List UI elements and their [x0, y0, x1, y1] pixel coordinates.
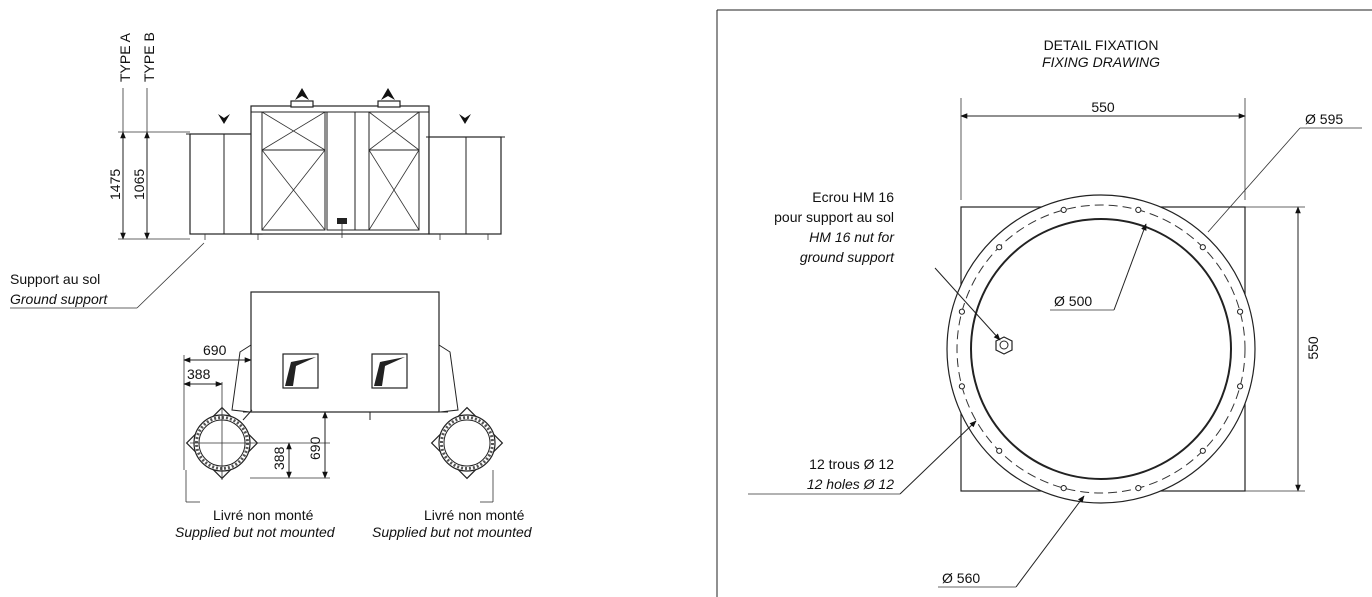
dia-500: Ø 500	[1054, 293, 1092, 309]
bolt-hole	[1237, 383, 1244, 390]
supplied-right-en: Supplied but not mounted	[372, 524, 533, 540]
holes-fr: 12 trous Ø 12	[809, 456, 894, 472]
plan-view: 690 388 388 690 Livré non monté Supplied…	[175, 291, 533, 540]
flange-inner-500	[970, 218, 1232, 480]
bolt-hole	[958, 308, 966, 315]
type-a-label: TYPE A	[117, 32, 133, 82]
dim-550-top: 550	[1091, 99, 1115, 115]
dim-388-v: 388	[271, 446, 287, 470]
bolt-circle-560	[956, 204, 1246, 494]
ground-support-en: Ground support	[10, 291, 108, 307]
plan-unit-body	[250, 291, 440, 413]
nut-en-1: HM 16 nut for	[809, 229, 895, 245]
detail-title-en: FIXING DRAWING	[1042, 54, 1160, 70]
bolt-hole	[1237, 308, 1244, 315]
left-cabinet	[189, 133, 263, 235]
nut-hm16	[995, 336, 1013, 355]
airflow-up-arrow-left	[295, 88, 309, 100]
supplied-left-en: Supplied but not mounted	[175, 524, 336, 540]
supplied-left-fr: Livré non monté	[213, 507, 314, 523]
nut-fr-1: Ecrou HM 16	[812, 189, 894, 205]
holes-en: 12 holes Ø 12	[807, 476, 894, 492]
bolt-hole	[1135, 206, 1142, 213]
fixing-detail-panel: DETAIL FIXATION FIXING DRAWING 550 550 Ø…	[716, 9, 1372, 597]
ground-support-fr: Support au sol	[10, 271, 100, 287]
supplied-right-fr: Livré non monté	[424, 507, 525, 523]
bolt-hole	[1199, 244, 1206, 251]
dim-690-v: 690	[307, 436, 323, 460]
nut-fr-2: pour support au sol	[774, 209, 894, 225]
support-base-right	[430, 406, 504, 480]
dia-560: Ø 560	[942, 570, 980, 586]
bolt-hole	[1060, 485, 1067, 492]
bolt-hole	[958, 383, 966, 390]
elevation-view: TYPE A TYPE B 1475 1065	[10, 32, 505, 309]
dim-1475: 1475	[107, 169, 123, 200]
dia-595: Ø 595	[1305, 111, 1343, 127]
dim-1065: 1065	[131, 169, 147, 200]
detail-title-fr: DETAIL FIXATION	[1044, 37, 1159, 53]
bolt-hole	[1060, 206, 1067, 213]
dim-550-right: 550	[1305, 336, 1321, 360]
airflow-up-arrow-right	[381, 88, 395, 100]
bolt-holes	[958, 206, 1244, 492]
type-b-label: TYPE B	[141, 32, 157, 82]
bolt-hole	[996, 244, 1003, 251]
bolt-hole	[1199, 447, 1206, 454]
airflow-down-arrow-right	[459, 114, 471, 124]
right-cabinet	[428, 136, 502, 235]
dim-388-h: 388	[187, 366, 211, 382]
airflow-down-arrow-left	[218, 114, 230, 124]
bolt-hole	[996, 447, 1003, 454]
bolt-hole	[1135, 485, 1142, 492]
nut-en-2: ground support	[800, 249, 895, 265]
dim-690-h: 690	[203, 342, 227, 358]
